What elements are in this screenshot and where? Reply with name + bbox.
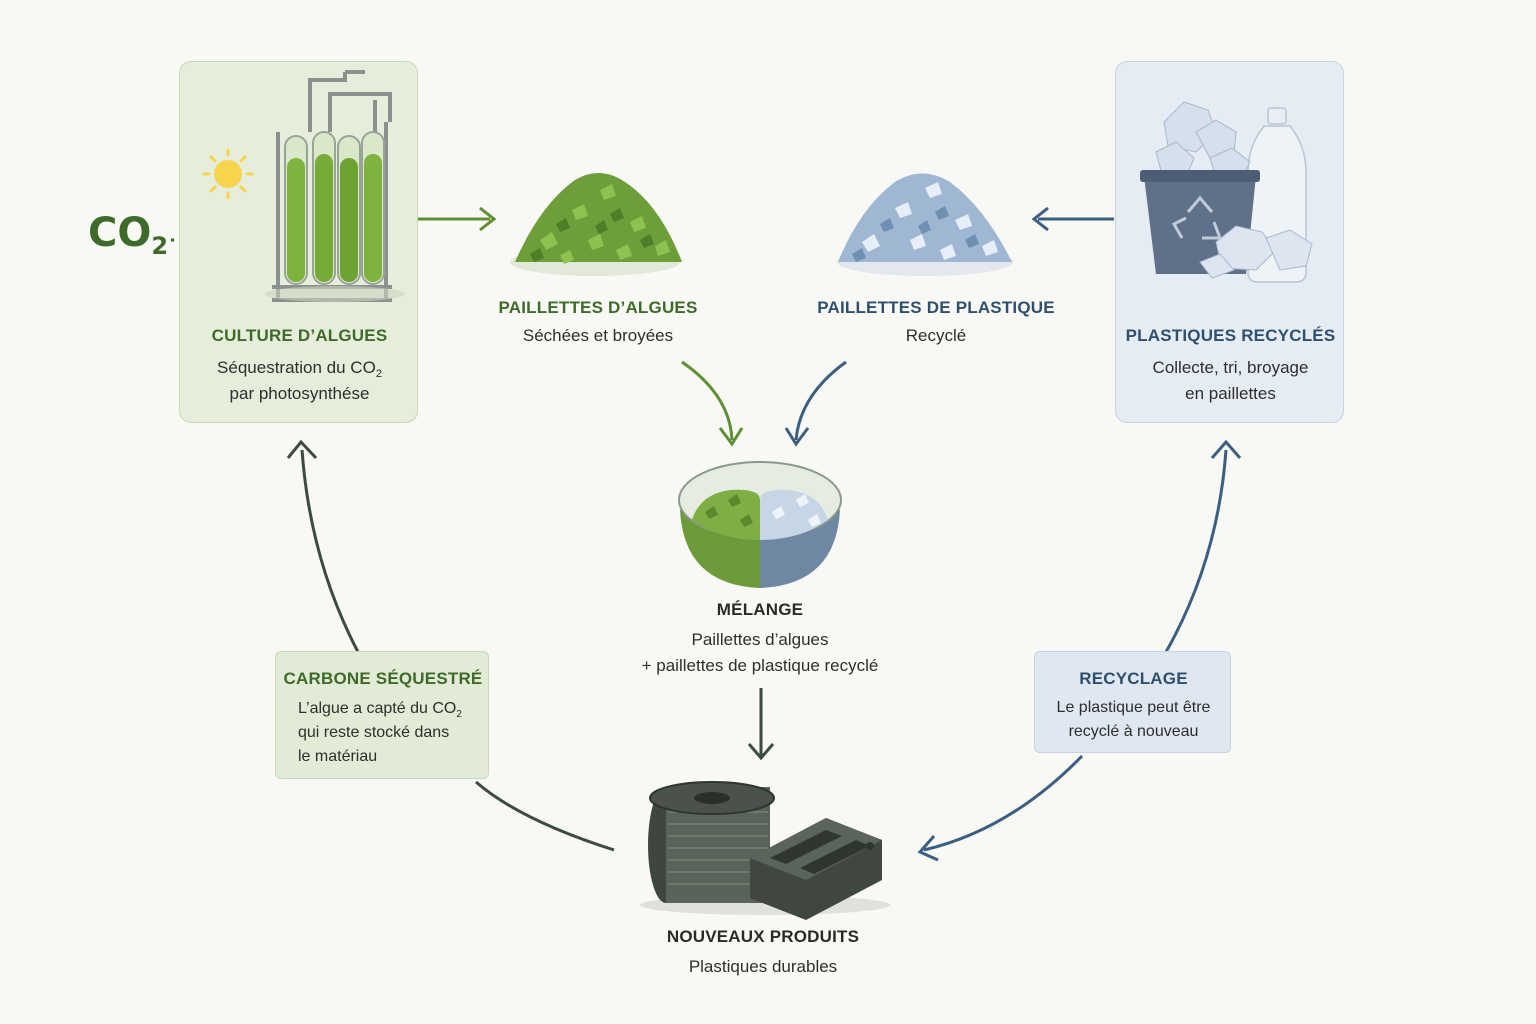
recycling-title: RECYCLAGE xyxy=(1079,669,1188,688)
carbon-desc-line2: qui reste stocké dans xyxy=(298,724,450,741)
carbon-sequestered-box: CARBONE SÉQUESTRÉ L’algue a capté du CO2… xyxy=(275,651,489,779)
co2-label-main: CO xyxy=(88,210,152,256)
co2-label-sub: 2 xyxy=(151,232,169,260)
algae-flakes-title: PAILLETTES D’ALGUES xyxy=(498,298,698,317)
recycled-plastics-title: PLASTIQUES RECYCLÉS xyxy=(1125,326,1336,345)
recycling-to-products-arrow xyxy=(917,754,1084,862)
recycled-plastics-desc-line1: Collecte, tri, broyage xyxy=(1152,358,1309,377)
co2-label: CO2 xyxy=(88,210,168,260)
recycling-desc-line1: Le plastique peut être xyxy=(1056,699,1211,716)
recycling-desc-line2: recyclé à nouveau xyxy=(1068,723,1199,740)
sun-icon xyxy=(202,148,254,200)
culture-title: CULTURE D’ALGUES xyxy=(211,326,388,345)
carbon-desc-line1: L’algue a capté du CO2 xyxy=(298,697,462,727)
culture-desc-line1-main: Séquestration du CO xyxy=(217,358,376,377)
mix-desc-line2: + paillettes de plastique recyclé xyxy=(641,656,879,675)
carbon-title: CARBONE SÉQUESTRÉ xyxy=(283,669,483,688)
recycled-plastics-desc-line2: en paillettes xyxy=(1185,384,1276,403)
mix-title: MÉLANGE xyxy=(716,600,804,619)
plastic-flakes-subtitle: Recyclé xyxy=(905,326,967,345)
culture-desc-line1-sub: 2 xyxy=(375,368,382,380)
recycled-to-plastic-flakes-arrow xyxy=(1031,206,1114,232)
algae-to-mix-arrow xyxy=(681,360,744,447)
culture-desc-line2: par photosynthése xyxy=(229,384,370,403)
plastic-to-mix-arrow xyxy=(784,360,847,447)
products-title: NOUVEAUX PRODUITS xyxy=(666,927,860,946)
mix-to-products-arrow xyxy=(747,688,775,761)
photobioreactor-icon xyxy=(202,70,405,302)
carbon-to-culture-arrow xyxy=(286,439,360,653)
culture-to-algae-arrow xyxy=(418,206,497,232)
algae-flakes-subtitle: Séchées et broyées xyxy=(522,326,674,345)
carbon-desc-line1-main: L’algue a capté du CO xyxy=(298,700,457,717)
carbon-desc-line3: le matériau xyxy=(298,748,378,765)
culture-desc-line1: Séquestration du CO2 xyxy=(180,355,419,387)
recycled-plastics-box: PLASTIQUES RECYCLÉS Collecte, tri, broya… xyxy=(1115,61,1344,423)
recycling-to-recycled-arrow xyxy=(1164,439,1242,653)
plastic-flakes-title: PAILLETTES DE PLASTIQUE xyxy=(817,298,1055,317)
products-to-carbon-arrow xyxy=(475,780,615,852)
culture-box: CULTURE D’ALGUES Séquestration du CO2 pa… xyxy=(179,61,418,423)
products-subtitle: Plastiques durables xyxy=(688,957,838,976)
mix-desc-line1: Paillettes d’algues xyxy=(691,630,829,649)
recycling-bin-icon xyxy=(1140,101,1313,283)
carbon-desc-line1-sub: 2 xyxy=(456,709,462,720)
recycling-box: RECYCLAGE Le plastique peut être recyclé… xyxy=(1034,651,1231,753)
